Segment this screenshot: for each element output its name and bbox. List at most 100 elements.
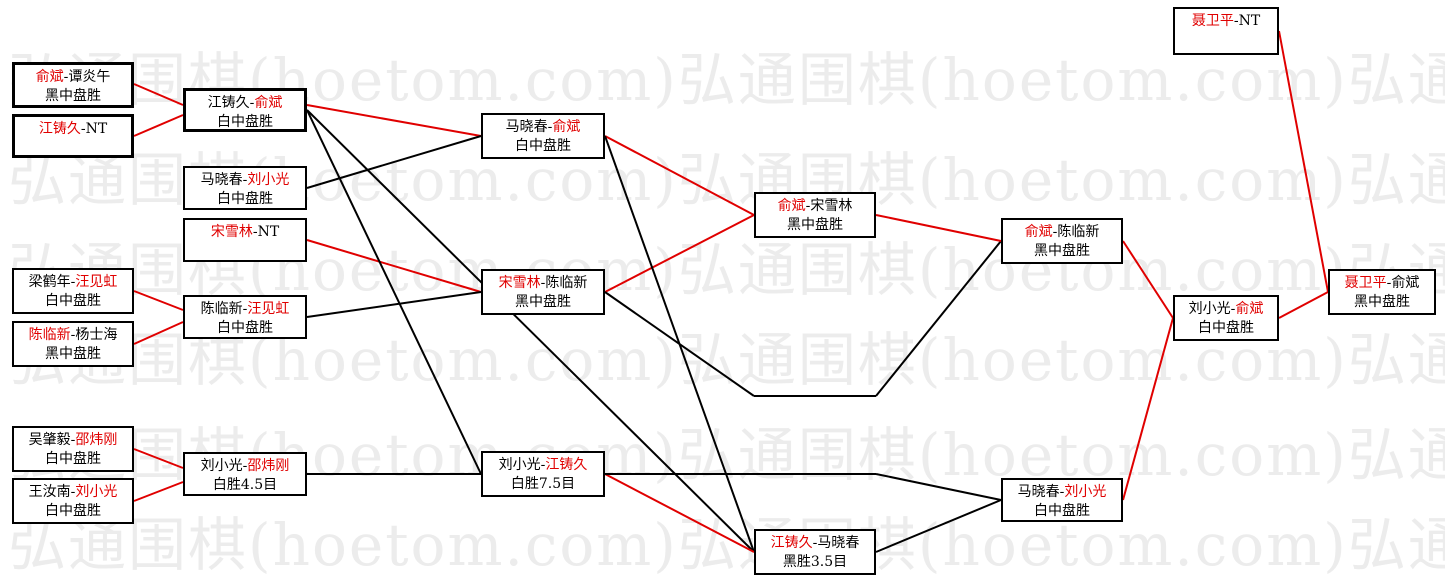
match-players: 马晓春-刘小光 [1017,484,1107,500]
match-box-r1d: 陈临新-杨士海黑中盘胜 [12,321,134,367]
match-result: 黑中盘胜 [1354,294,1410,310]
player-left: 江铸久 [770,535,813,551]
player-right: NT [85,121,108,137]
match-box-r4a: 俞斌-宋雪林黑中盘胜 [754,192,876,238]
winner-connector [133,321,184,345]
match-result: 黑中盘胜 [45,88,101,104]
match-result: 黑中盘胜 [515,294,571,310]
player-left: 俞斌 [1024,224,1053,240]
player-right: 邵炜刚 [247,458,290,474]
player-left: 宋雪林 [498,275,541,291]
match-result: 白中盘胜 [515,138,571,154]
match-result: 白中盘胜 [217,320,273,336]
player-left: 宋雪林 [210,224,253,240]
loser-connector [875,473,1002,501]
match-result: 白中盘胜 [45,451,101,467]
player-left: 刘小光 [1188,301,1231,317]
match-box-final: 聂卫平-俞斌黑中盘胜 [1328,269,1436,315]
match-players: 宋雪林-NT [210,224,280,240]
player-right: 杨士海 [75,327,118,343]
match-players: 俞斌-谭炎午 [35,69,111,85]
player-right: 宋雪林 [810,198,853,214]
match-box-r1a: 俞斌-谭炎午黑中盘胜 [12,62,134,108]
winner-connector [133,448,184,469]
match-players: 王汝南-刘小光 [28,484,118,500]
match-box-r6a: 刘小光-俞斌白中盘胜 [1173,295,1279,341]
match-result: 黑中盘胜 [1034,243,1090,259]
match-players: 吴肇毅-邵炜刚 [28,432,118,448]
match-box-r1c: 梁鹤年-汪见虹白中盘胜 [12,268,134,314]
winner-connector [1122,317,1174,501]
winner-connector [604,135,755,216]
match-players: 刘小光-俞斌 [1188,301,1264,317]
winner-connector [133,290,184,311]
match-players: 刘小光-邵炜刚 [200,458,290,474]
player-left: 梁鹤年 [28,274,71,290]
winner-connector [1278,291,1329,319]
match-players: 陈临新-杨士海 [28,327,118,343]
match-players: 宋雪林-陈临新 [498,275,588,291]
player-right: 江铸久 [545,457,588,473]
match-box-r4b: 江铸久-马晓春黑胜3.5目 [754,529,876,575]
winner-connector [1278,30,1329,293]
match-players: 刘小光-江铸久 [498,457,588,473]
player-right: 谭炎午 [68,69,111,85]
player-left: 刘小光 [200,458,243,474]
match-box-r3c: 刘小光-江铸久白胜7.5目 [481,451,605,497]
player-right: 刘小光 [1064,484,1107,500]
winner-connector [133,481,184,502]
match-box-r1f: 王汝南-刘小光白中盘胜 [12,478,134,524]
loser-connector [306,109,755,553]
match-result: 白中盘胜 [1198,320,1254,336]
match-result: 白中盘胜 [1034,503,1090,519]
player-left: 俞斌 [35,69,64,85]
player-right: 刘小光 [75,484,118,500]
match-players: 江铸久-NT [38,121,108,137]
match-players: 马晓春-刘小光 [200,172,290,188]
match-players: 俞斌-陈临新 [1024,224,1100,240]
player-right: 俞斌 [254,95,283,111]
match-box-r5a: 俞斌-陈临新黑中盘胜 [1001,218,1123,264]
match-result: 白中盘胜 [45,293,101,309]
loser-connector [306,135,482,189]
match-box-r3a: 马晓春-俞斌白中盘胜 [481,113,605,159]
match-box-r2d: 陈临新-汪见虹白中盘胜 [183,295,307,339]
match-players: 聂卫平-俞斌 [1344,275,1420,291]
match-box-r1e: 吴肇毅-邵炜刚白中盘胜 [12,426,134,472]
match-result: 白胜4.5目 [212,477,278,493]
match-result: 黑胜3.5目 [782,554,848,570]
winner-connector [875,214,1002,242]
match-box-r2a: 江铸久-俞斌白中盘胜 [183,88,307,132]
player-right: 陈临新 [545,275,588,291]
match-players: 马晓春-俞斌 [505,119,581,135]
winner-connector [133,83,184,106]
player-left: 聂卫平 [1191,13,1234,29]
match-result: 黑中盘胜 [787,217,843,233]
match-box-r2c: 宋雪林-NT [183,218,307,262]
loser-connector [306,109,482,475]
player-right: 俞斌 [1391,275,1420,291]
match-box-top: 聂卫平-NT [1173,7,1279,55]
winner-connector [604,214,755,293]
player-right: 邵炜刚 [75,432,118,448]
match-players: 江铸久-马晓春 [770,535,860,551]
player-right: 刘小光 [247,172,290,188]
loser-connector [875,499,1002,553]
match-box-r3b: 宋雪林-陈临新黑中盘胜 [481,269,605,315]
winner-connector [604,473,755,553]
player-right: 汪见虹 [75,274,118,290]
player-left: 马晓春 [505,119,548,135]
loser-connector [604,291,755,397]
player-left: 马晓春 [200,172,243,188]
winner-connector [1122,240,1174,319]
match-box-r2e: 刘小光-邵炜刚白胜4.5目 [183,452,307,496]
match-result: 白中盘胜 [45,503,101,519]
player-left: 王汝南 [28,484,71,500]
player-right: 俞斌 [552,119,581,135]
match-result: 白中盘胜 [217,114,273,130]
player-right: 陈临新 [1057,224,1100,240]
match-players: 俞斌-宋雪林 [777,198,853,214]
player-left: 聂卫平 [1344,275,1387,291]
